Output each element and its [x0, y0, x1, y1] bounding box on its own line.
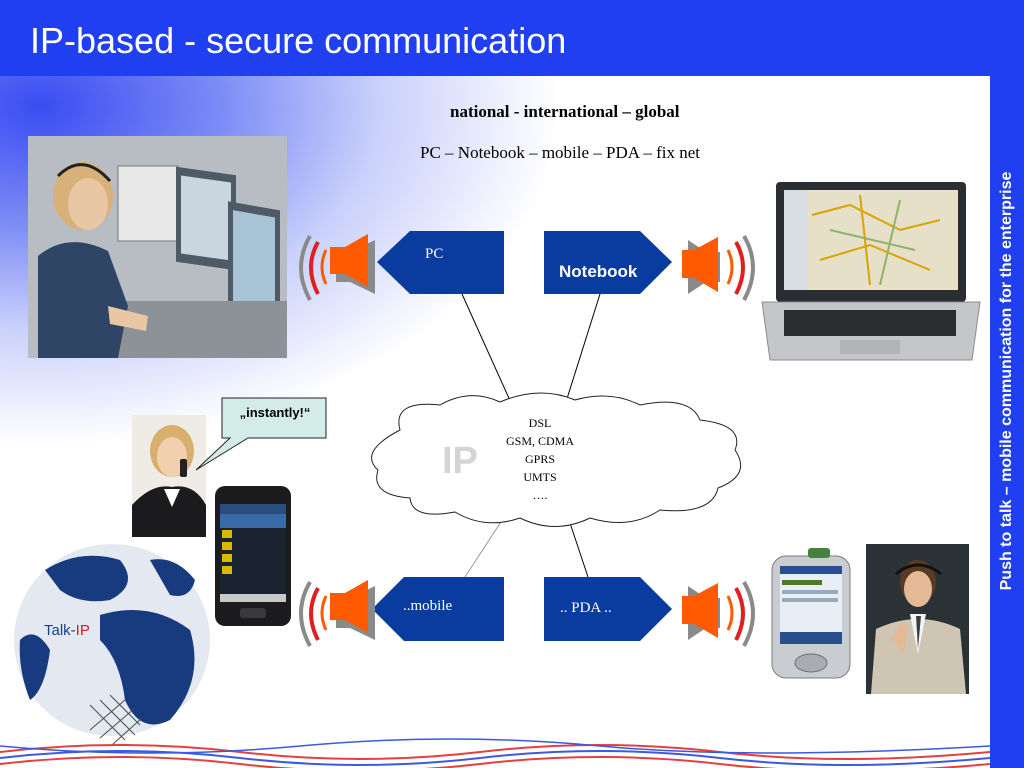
- speech-bubble: [195, 397, 327, 471]
- node-pda: [544, 577, 672, 641]
- line-pc-to-cloud: [461, 293, 513, 406]
- speaker-icon: [682, 580, 755, 647]
- line-notebook-to-cloud: [564, 293, 601, 406]
- wave-decoration: [0, 738, 990, 768]
- node-pc: [377, 231, 504, 294]
- ip-cloud: [371, 392, 742, 527]
- network-item: GPRS: [524, 452, 556, 466]
- node-notebook-label: Notebook: [559, 262, 638, 281]
- laptop-icon: [761, 182, 981, 361]
- connector-lines: [461, 293, 601, 578]
- businessman-photo: [866, 544, 969, 694]
- node-mobile-label: ..mobile: [403, 598, 453, 614]
- logo-highlight: IP: [75, 622, 90, 639]
- pda-icon: [771, 548, 851, 679]
- devices-line: PC – Notebook – mobile – PDA – fix net: [420, 143, 701, 162]
- network-item: UMTS: [523, 470, 557, 484]
- network-item: DSL: [528, 416, 552, 430]
- node-pda-label: .. PDA ..: [560, 600, 612, 616]
- cloud-ip-label: IP: [442, 440, 478, 482]
- speaker-icon: [682, 234, 755, 301]
- side-bar: [990, 76, 1024, 768]
- scope-heading: national - international – global: [450, 102, 680, 121]
- node-mobile: [372, 577, 504, 641]
- network-item: GSM, CDMA: [505, 434, 574, 448]
- node-pc-label: PC: [425, 246, 444, 262]
- speaker-icon: [299, 580, 375, 647]
- side-tagline: Push to talk – mobile communication for …: [998, 171, 1015, 591]
- node-notebook: [544, 231, 672, 294]
- logo-prefix: Talk-: [44, 622, 76, 639]
- speech-bubble-text: „instantly!“: [239, 405, 311, 420]
- smartphone-icon: [215, 486, 291, 626]
- talk-ip-logo: [14, 544, 210, 746]
- woman-phone-photo: [132, 415, 206, 537]
- logo-text: Talk-IP: [44, 622, 90, 639]
- network-diagram: [0, 182, 990, 768]
- page-title: IP-based - secure communication: [30, 20, 567, 61]
- cloud-network-list: DSL GSM, CDMA GPRS UMTS ….: [495, 414, 585, 504]
- operator-photo: [28, 136, 287, 358]
- speaker-icon: [299, 234, 375, 301]
- network-item: ….: [532, 488, 548, 502]
- title-bar: [0, 0, 1024, 76]
- line-pda-to-cloud: [569, 522, 589, 578]
